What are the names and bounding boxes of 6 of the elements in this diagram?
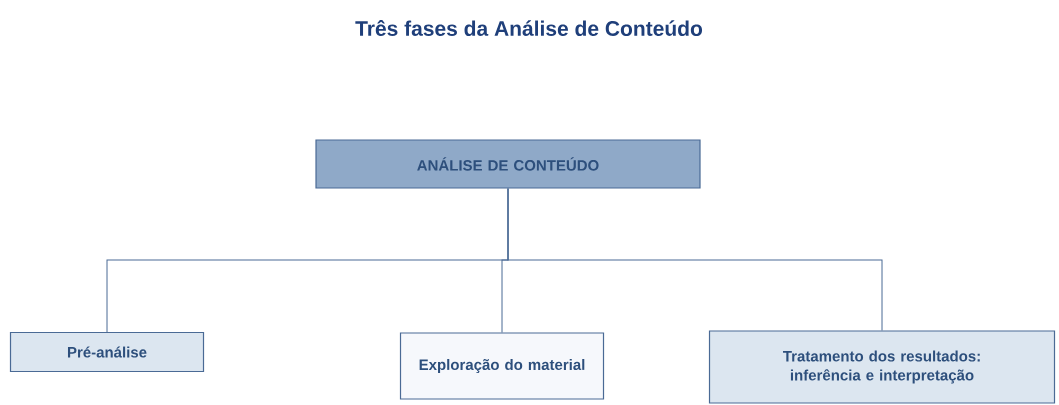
box: Tratamento dos resultados: inferência e interpretação (708, 330, 1056, 404)
title: Três fases da Análise de Conteúdo (355, 20, 703, 36)
connector (507, 188, 883, 331)
box: Exploração do material (399, 332, 605, 400)
box: ANÁLISE DE CONTEÚDO (315, 139, 701, 189)
box: Pré-análise (9, 331, 205, 373)
